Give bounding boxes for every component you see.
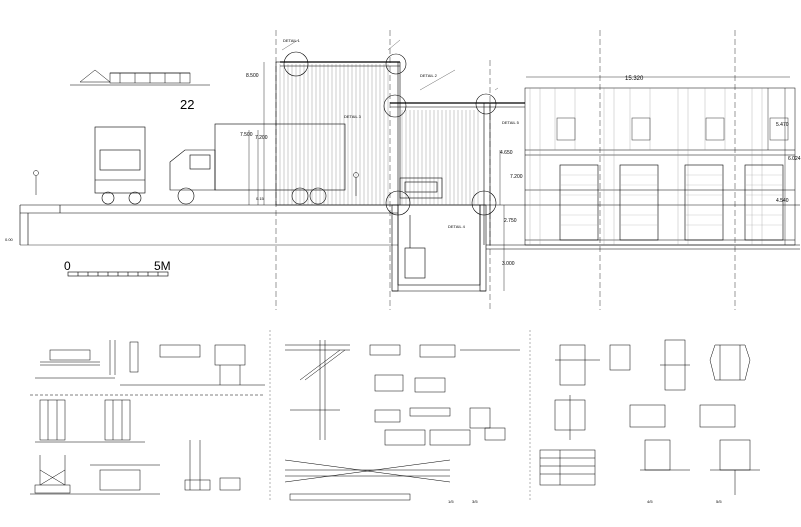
dim-8500: 8.500: [246, 73, 259, 79]
dim-7500: 7.500: [240, 132, 253, 138]
dock-door-3: [684, 164, 724, 241]
dim-overall-length: 15.320: [625, 76, 644, 82]
dim-7200-right: 7.200: [510, 174, 523, 180]
box-truck-front-view: [94, 126, 146, 205]
detail-sheet-a: [30, 340, 265, 495]
corrugated-wall: [279, 64, 389, 205]
dim-4540: 4.540: [776, 198, 789, 204]
scale-end-label: 5M: [154, 259, 171, 273]
dim-4650: 4.650: [500, 150, 513, 156]
dock-door-1: [559, 164, 599, 241]
detail-4-label: DETAIL 4: [448, 224, 466, 229]
site-thumbnail: [70, 69, 210, 86]
scale-bar: [67, 271, 169, 277]
detail-5-label: DETAIL 5: [502, 120, 520, 125]
sheet-mark-2: 3/5: [472, 499, 478, 504]
detail-callout-circles: [283, 51, 497, 216]
box-truck-side-view: [169, 123, 346, 205]
detail-2-label: DETAIL 2: [420, 73, 438, 78]
dock-door-4: [744, 164, 784, 241]
detail-sheet-c: [539, 339, 760, 495]
detail-sheet-b: [284, 340, 520, 501]
dim-6024: 6.024: [788, 156, 801, 162]
dim-7200-left: 7.200: [255, 135, 268, 141]
detail-1-label: DETAIL 1: [283, 38, 301, 43]
dim-5470: 5.470: [776, 122, 789, 128]
person-silhouette: [33, 170, 359, 196]
dim-3000: 3.000: [502, 261, 515, 267]
detail-3-label: DETAIL 3: [344, 114, 362, 119]
detail-sheets: [30, 330, 760, 501]
sheet-mark-1: 1/5: [448, 499, 454, 504]
sheet-mark-4: 5/5: [716, 499, 722, 504]
warehouse-bays: [524, 87, 796, 246]
sheet-mark-3: 4/5: [647, 499, 653, 504]
dock-leveler: [399, 177, 443, 279]
dock-door-2: [619, 164, 659, 241]
scale-start-label: 0: [64, 259, 71, 273]
level-left: 0.00: [5, 237, 14, 242]
building-section-elevation: [19, 30, 800, 310]
dim-015: 0.15: [256, 196, 265, 201]
sheet-number: 22: [180, 97, 194, 112]
dim-2750: 2.750: [504, 218, 517, 224]
